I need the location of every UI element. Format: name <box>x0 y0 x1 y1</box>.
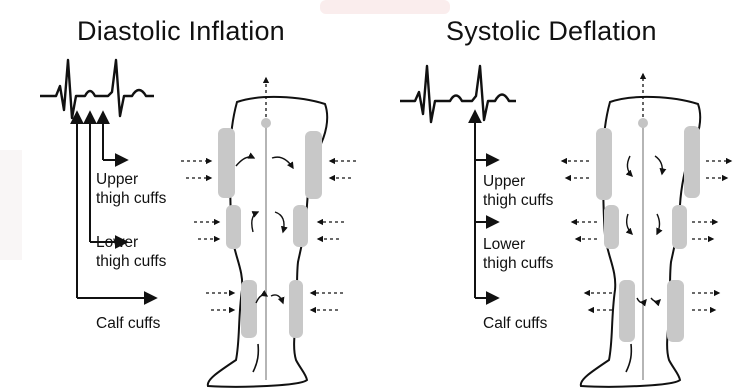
left-panel <box>40 60 356 387</box>
calf-cuff-right-b <box>667 280 684 342</box>
left-panel-title: Diastolic Inflation <box>77 16 285 47</box>
left-lower-thigh-label: Lower thigh cuffs <box>96 233 166 271</box>
right-lower-thigh-label: Lower thigh cuffs <box>483 235 553 273</box>
right-upper-thigh-label: Upper thigh cuffs <box>483 172 553 210</box>
hip-joint-right <box>638 118 648 128</box>
lower-thigh-cuff-right-a <box>604 205 619 249</box>
left-calf-label: Calf cuffs <box>96 314 160 333</box>
right-calf-label: Calf cuffs <box>483 314 547 333</box>
ecg-trace-right <box>400 66 516 122</box>
calf-cuff-left-b <box>289 280 303 338</box>
left-upper-thigh-label: Upper thigh cuffs <box>96 170 166 208</box>
calf-cuff-right-a <box>619 280 635 342</box>
right-panel-title: Systolic Deflation <box>446 16 657 47</box>
calf-cuff-left-a <box>241 280 257 338</box>
upper-thigh-cuff-right-a <box>596 128 612 200</box>
ecg-trace-left <box>40 60 154 118</box>
upper-thigh-cuff-left-b <box>305 131 322 199</box>
hip-joint-left <box>261 118 271 128</box>
lower-thigh-cuff-left-a <box>226 205 241 249</box>
right-panel <box>400 66 731 387</box>
upper-thigh-cuff-left-a <box>218 128 235 198</box>
lower-thigh-cuff-right-b <box>672 205 687 249</box>
upper-thigh-cuff-right-b <box>684 126 700 198</box>
lower-thigh-cuff-left-b <box>293 205 308 247</box>
